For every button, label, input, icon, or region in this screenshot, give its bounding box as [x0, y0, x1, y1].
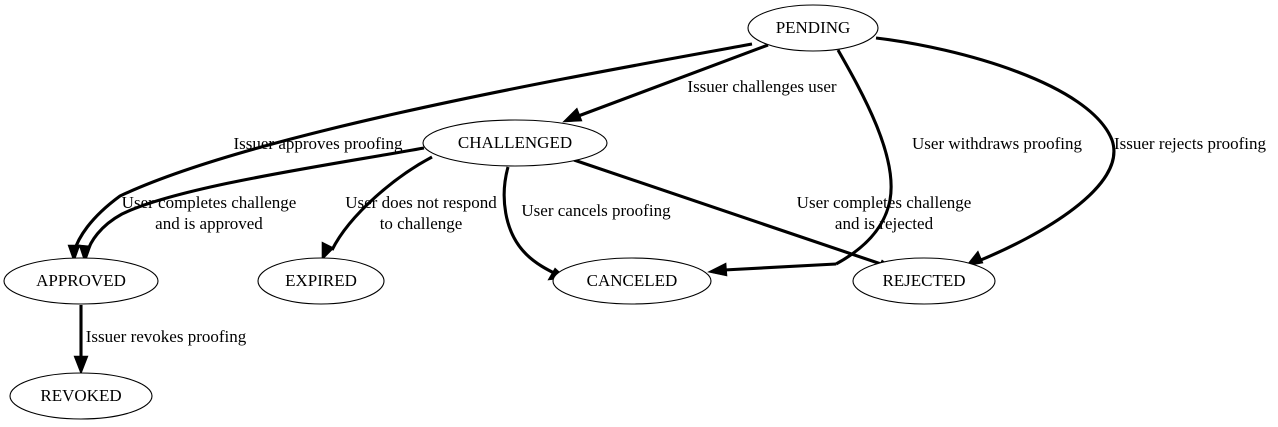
edge-challenged-approved[interactable]: User completes challenge and is approved — [78, 146, 425, 264]
node-expired-shape — [257, 257, 385, 305]
edge-pending-canceled[interactable]: User withdraws proofing — [707, 49, 1082, 277]
node-pending[interactable]: PENDING — [747, 4, 879, 52]
node-rejected-shape — [852, 257, 996, 305]
edge-challenged-approved-path — [85, 146, 425, 254]
edge-challenged-expired[interactable]: User does not respond to challenge — [321, 155, 497, 261]
edge-pending-challenged-label: Issuer challenges user — [687, 77, 837, 96]
edge-challenged-canceled-path — [502, 166, 557, 276]
edge-approved-revoked[interactable]: Issuer revokes proofing — [73, 305, 247, 375]
edge-pending-canceled-path-tail — [723, 262, 837, 272]
node-rejected-label: REJECTED — [882, 271, 965, 290]
node-challenged-shape — [422, 119, 608, 167]
node-rejected[interactable]: REJECTED — [852, 257, 996, 305]
edge-pending-challenged-arrowhead — [562, 107, 583, 123]
edge-challenged-approved-label-line2: and is approved — [155, 214, 263, 233]
node-pending-label: PENDING — [776, 18, 851, 37]
node-revoked-label: REVOKED — [40, 386, 121, 405]
node-challenged-label: CHALLENGED — [458, 133, 572, 152]
node-approved[interactable]: APPROVED — [3, 257, 159, 305]
node-approved-shape — [3, 257, 159, 305]
edge-challenged-expired-arrowhead — [321, 241, 335, 261]
edge-pending-approved-label: Issuer approves proofing — [233, 134, 403, 153]
edge-challenged-approved-arrowhead — [78, 244, 92, 264]
edge-pending-rejected-label: Issuer rejects proofing — [1114, 134, 1267, 153]
edge-pending-challenged-path — [572, 43, 769, 120]
node-expired-label: EXPIRED — [285, 271, 357, 290]
node-revoked-shape — [9, 372, 153, 420]
node-canceled-shape — [552, 257, 712, 305]
edge-pending-canceled-label: User withdraws proofing — [912, 134, 1082, 153]
edge-challenged-rejected-label-line1: User completes challenge — [797, 193, 972, 212]
edge-challenged-canceled-label: User cancels proofing — [521, 201, 671, 220]
edge-challenged-rejected-path — [573, 158, 885, 267]
node-revoked[interactable]: REVOKED — [9, 372, 153, 420]
edge-pending-rejected-path — [875, 36, 1116, 264]
edge-approved-revoked-arrowhead — [73, 355, 89, 375]
node-approved-label: APPROVED — [36, 271, 126, 290]
edge-challenged-approved-label-line1: User completes challenge — [122, 193, 297, 212]
edge-approved-revoked-label: Issuer revokes proofing — [86, 327, 247, 346]
node-challenged[interactable]: CHALLENGED — [422, 119, 608, 167]
edge-pending-approved[interactable]: Issuer approves proofing — [67, 42, 753, 263]
edge-challenged-expired-path — [330, 155, 433, 251]
node-pending-shape — [747, 4, 879, 52]
node-canceled[interactable]: CANCELED — [552, 257, 712, 305]
edge-challenged-expired-label-line2: to challenge — [380, 214, 463, 233]
edge-pending-rejected[interactable]: Issuer rejects proofing — [875, 36, 1267, 267]
edge-challenged-expired-label-line1: User does not respond — [345, 193, 497, 212]
edge-pending-approved-path — [72, 42, 753, 253]
edge-pending-challenged[interactable]: Issuer challenges user — [562, 43, 837, 123]
node-expired[interactable]: EXPIRED — [257, 257, 385, 305]
edge-challenged-rejected-label-line2: and is rejected — [835, 214, 934, 233]
edge-pending-approved-arrowhead — [67, 244, 81, 263]
node-canceled-label: CANCELED — [587, 271, 678, 290]
edge-pending-canceled-path — [835, 49, 893, 266]
